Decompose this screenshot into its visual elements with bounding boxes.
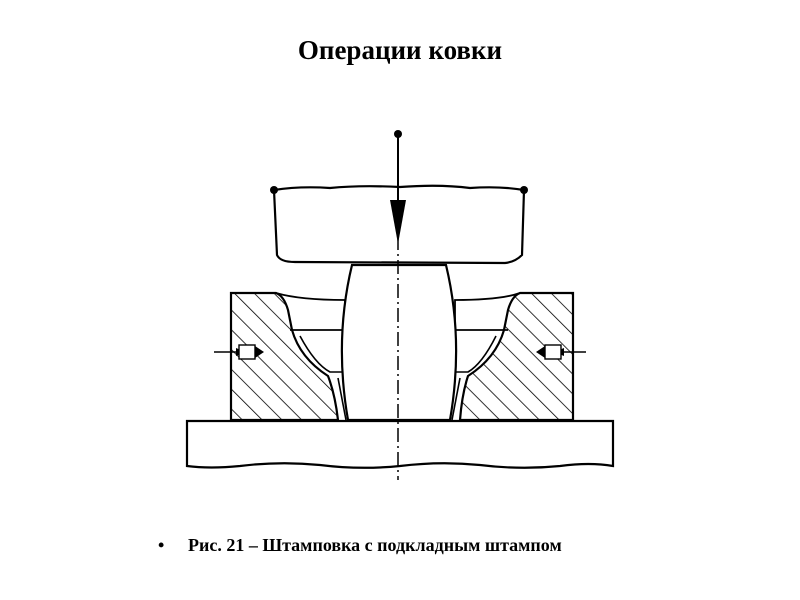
workpiece: [340, 263, 458, 422]
caption-bullet: •: [158, 535, 165, 555]
upper-die-corner-right: [520, 186, 528, 194]
slide-title: Операции ковки: [297, 35, 503, 65]
caption-text: Рис. 21 – Штамповка с подкладным штампом: [188, 535, 562, 555]
cavity-right-step: [454, 292, 521, 331]
force-arrow-head: [390, 200, 406, 244]
figure-caption: • Рис. 21 – Штамповка с подкладным штампо…: [158, 533, 562, 557]
upper-die-corner-left: [270, 186, 278, 194]
cavity-right-taper: [455, 335, 497, 373]
cavity-left-taper: [299, 335, 345, 373]
left-pin: [214, 344, 264, 360]
anvil-plate: [185, 419, 615, 469]
die-left-half: [229, 291, 340, 422]
die-right-half: [458, 291, 575, 422]
right-pin: [536, 344, 586, 360]
